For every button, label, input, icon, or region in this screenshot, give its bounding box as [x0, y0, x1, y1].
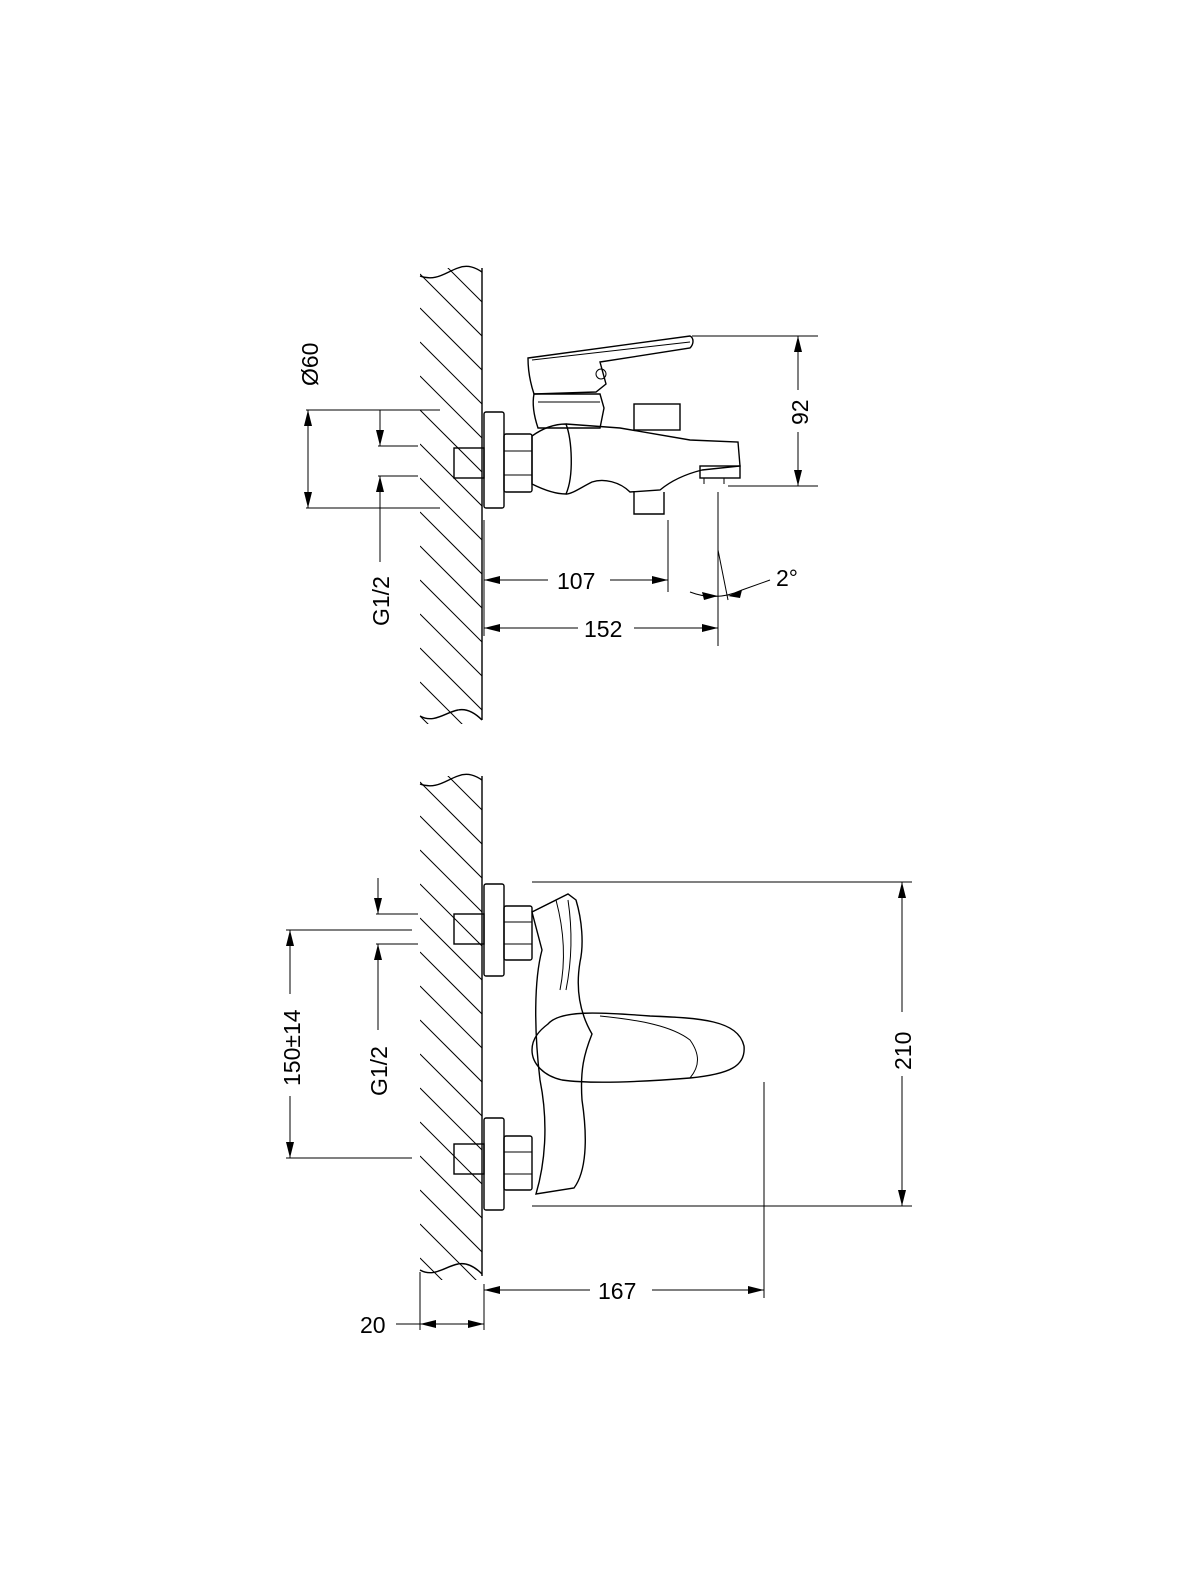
mixer-body-side: [527, 335, 741, 515]
dim-spout-angle: 2°: [689, 565, 798, 600]
wall-hatch-line: [420, 1155, 482, 1219]
label-spout-angle: 2°: [776, 565, 798, 591]
label-spout-outlet: 107: [557, 568, 595, 594]
flange-side: [483, 411, 505, 509]
wall-hatch-line: [420, 1189, 482, 1253]
wall-hatch-line: [420, 985, 482, 1049]
hex-nut-side: [503, 433, 533, 493]
dim-connection-spacing: 150±14: [279, 930, 305, 1158]
dim-spout-outlet: 107: [484, 568, 668, 594]
wall-hatch-line: [420, 951, 482, 1015]
dim-thread-front: G1/2: [366, 878, 392, 1096]
inlet-stub-side: [453, 447, 485, 479]
dim-thread-side: G1/2: [368, 410, 394, 626]
label-flange-diameter: Ø60: [297, 343, 323, 386]
dim-wall-clearance: 20: [360, 1312, 484, 1338]
label-connection-spacing: 150±14: [279, 1009, 305, 1086]
wall-hatch-line: [420, 477, 482, 541]
label-thread-front: G1/2: [366, 1046, 392, 1096]
wall-hatch-line: [420, 917, 482, 981]
wall-hatch-line: [420, 579, 482, 643]
wall-hatch-line: [420, 1053, 482, 1117]
dim-total-width: 210: [890, 882, 916, 1206]
wall-hatch-line: [420, 443, 482, 507]
dim-total-projection: 152: [484, 616, 718, 642]
dim-lever-projection: 167: [484, 1278, 764, 1304]
wall-hatch-line: [420, 681, 463, 724]
wall-hatch-line: [420, 883, 482, 947]
wall-hatch-line: [420, 1223, 477, 1280]
hex-nut-upper: [503, 905, 533, 961]
wall-hatch-line: [420, 341, 482, 405]
inlet-stub-upper: [453, 913, 485, 945]
wall-hatch-line: [420, 849, 482, 913]
wall-hatch-line: [420, 781, 482, 845]
wall-hatch-line: [481, 268, 482, 269]
wall-hatch-line: [481, 776, 482, 777]
wall-hatch-line: [420, 1019, 482, 1083]
label-thread-side: G1/2: [368, 576, 394, 626]
wall-section-bottom: [419, 773, 483, 1280]
wall-hatch-line: [420, 307, 482, 371]
dim-flange-diameter: Ø60: [297, 343, 323, 508]
label-lever-projection: 167: [598, 1278, 636, 1304]
mixer-body-front: [531, 893, 745, 1195]
wall-hatch-line: [420, 545, 482, 609]
wall-hatch-line: [420, 647, 482, 711]
dim-height: 92: [787, 336, 813, 486]
wall-hatch-line: [420, 511, 482, 575]
wall-section-top: [419, 265, 483, 812]
wall-hatch-line: [420, 1087, 482, 1151]
hex-nut-lower: [503, 1135, 533, 1191]
wall-hatch-line: [420, 815, 482, 879]
flange-lower: [483, 1117, 505, 1211]
wall-hatch-line: [420, 613, 482, 677]
label-total-width: 210: [890, 1032, 916, 1070]
side-view: Ø60 G1/2 92 107: [297, 265, 818, 812]
label-wall-clearance: 20: [360, 1312, 386, 1338]
label-total-projection: 152: [584, 616, 622, 642]
inlet-stub-lower: [453, 1143, 485, 1175]
wall-hatch-line: [420, 375, 482, 439]
front-view: 150±14 G1/2 210 167: [279, 773, 916, 1338]
wall-hatch-line: [420, 273, 482, 337]
label-height: 92: [787, 399, 813, 425]
wall-hatch-line: [420, 409, 482, 473]
wall-hatch-line: [420, 1257, 443, 1280]
wall-hatch-line: [420, 750, 482, 812]
flange-upper: [483, 883, 505, 977]
wall-hatch-line: [420, 715, 429, 724]
